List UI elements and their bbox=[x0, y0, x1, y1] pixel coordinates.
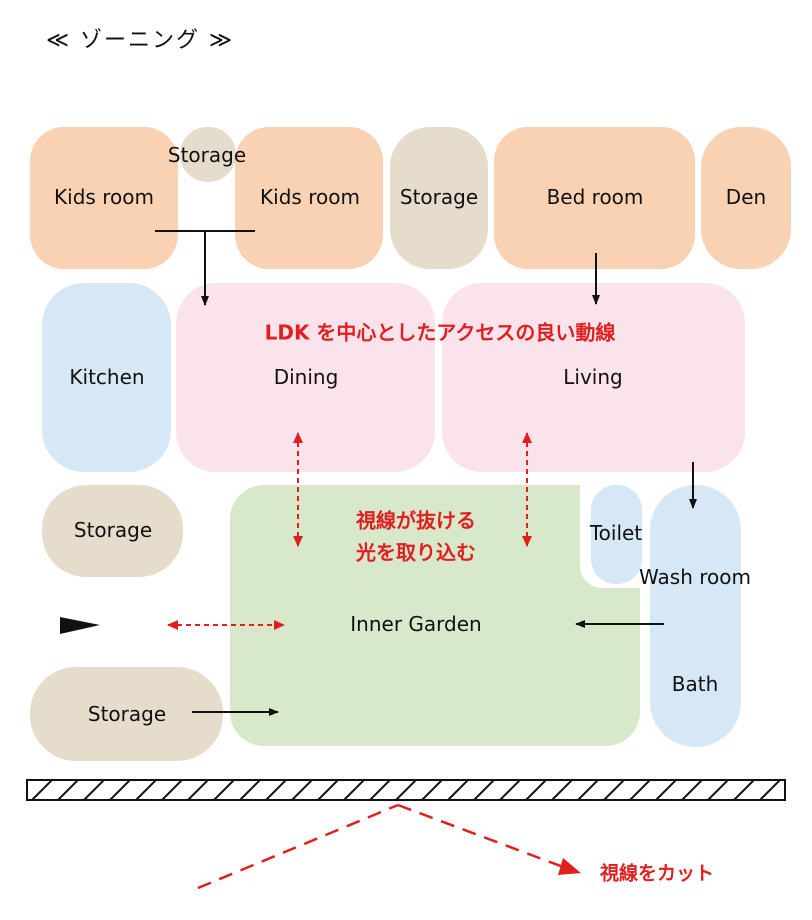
cut-sightline-arrowhead bbox=[558, 858, 581, 875]
toilet-zone bbox=[591, 485, 642, 584]
inner-garden-label: Inner Garden bbox=[350, 612, 482, 636]
cut-sightline-left bbox=[197, 803, 399, 890]
page-title: ≪ ゾーニング ≫ bbox=[46, 28, 235, 53]
bath-label: Bath bbox=[671, 672, 719, 696]
entrance-arrow-icon bbox=[60, 617, 100, 634]
bed-room-zone bbox=[494, 127, 695, 269]
sightline-note-2: 光を取り込む bbox=[356, 540, 476, 565]
kids-room-connector bbox=[155, 230, 255, 306]
storage-small-label: Storage bbox=[167, 143, 247, 167]
storage-top-zone bbox=[390, 127, 488, 269]
den-zone bbox=[701, 127, 791, 269]
storage-bottom-zone bbox=[30, 667, 223, 761]
boundary-wall bbox=[26, 779, 786, 801]
storage-mid-label: Storage bbox=[73, 518, 153, 542]
bed-room-label: Bed room bbox=[546, 185, 644, 209]
toilet-label: Toilet bbox=[589, 521, 643, 545]
cut-sightline-note: 視線をカット bbox=[599, 862, 715, 885]
wash-room-label: Wash room bbox=[639, 565, 751, 589]
kitchen-zone bbox=[42, 283, 171, 472]
kids-room-2-zone bbox=[235, 127, 383, 269]
storage-mid-zone bbox=[42, 485, 183, 577]
storage-small-zone bbox=[180, 127, 236, 182]
kids-room-1-label: Kids room bbox=[54, 185, 154, 209]
wash-bath-zone bbox=[650, 485, 741, 747]
kitchen-label: Kitchen bbox=[69, 365, 145, 389]
kids-room-1-zone bbox=[30, 127, 178, 269]
dining-label: Dining bbox=[273, 365, 339, 389]
den-label: Den bbox=[725, 185, 767, 209]
ldk-circulation-note: LDK を中心としたアクセスの良い動線 bbox=[264, 320, 616, 345]
living-label: Living bbox=[563, 365, 623, 389]
storage-bottom-label: Storage bbox=[87, 702, 167, 726]
sightline-note-1: 視線が抜ける bbox=[356, 508, 476, 533]
kids-room-2-label: Kids room bbox=[260, 185, 360, 209]
cut-sightline-right bbox=[397, 803, 567, 870]
living-zone bbox=[442, 283, 745, 472]
dining-zone bbox=[176, 283, 435, 472]
storage-top-label: Storage bbox=[399, 185, 479, 209]
